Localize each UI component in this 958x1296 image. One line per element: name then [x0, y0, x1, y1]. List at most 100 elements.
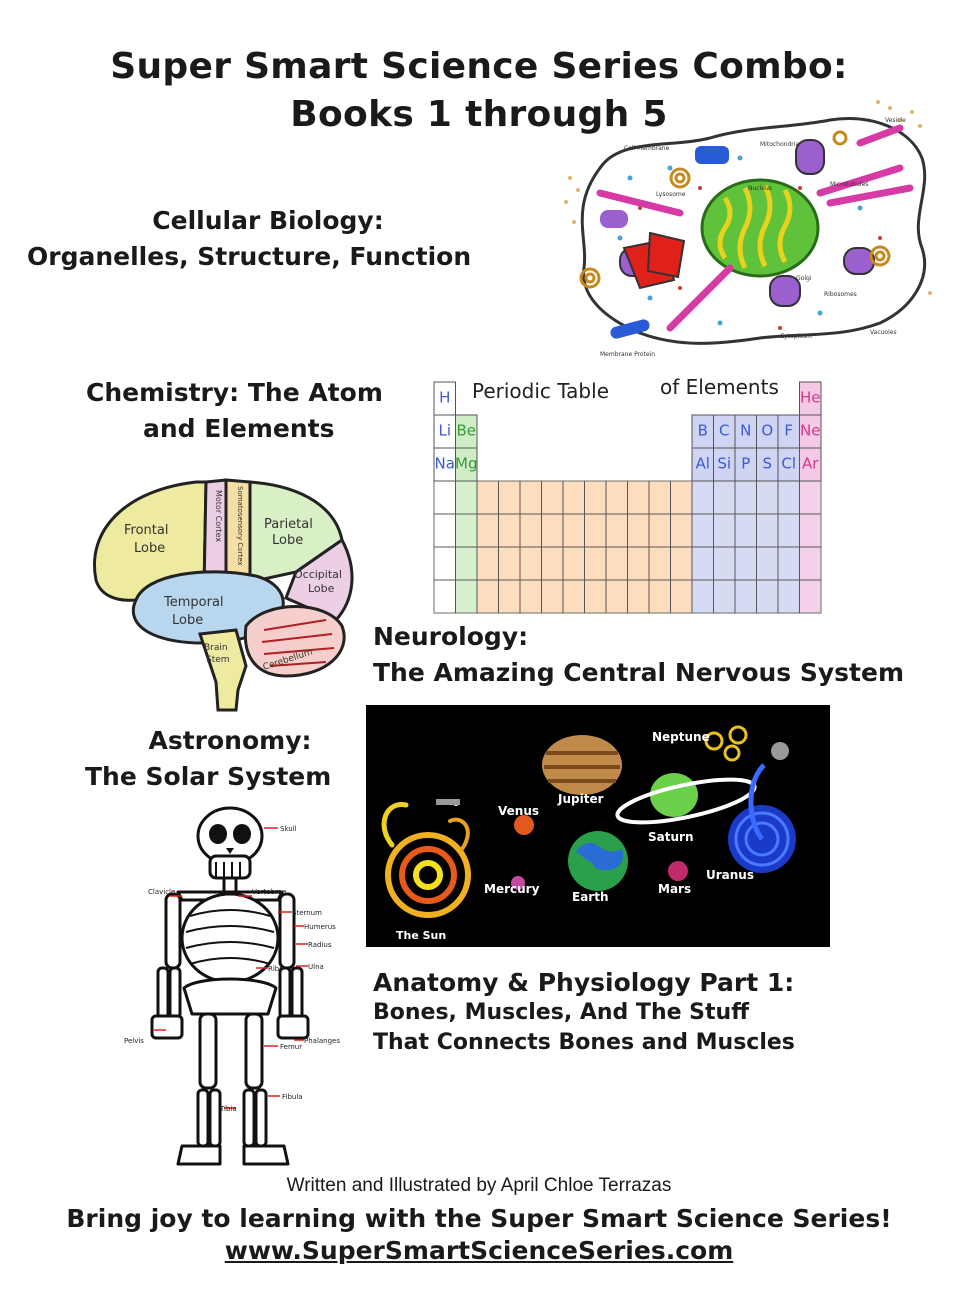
periodic-cell: [455, 513, 478, 548]
periodic-cell: [734, 579, 757, 614]
periodic-cell: [648, 546, 671, 581]
periodic-cell: [584, 513, 607, 548]
periodic-cell: [605, 579, 628, 614]
periodic-cell: [476, 513, 499, 548]
periodic-cell: [713, 579, 736, 614]
svg-text:Phalanges: Phalanges: [304, 1037, 340, 1045]
periodic-cell: [648, 579, 671, 614]
element-symbol: P: [741, 454, 750, 472]
svg-text:Ribs: Ribs: [268, 965, 283, 973]
section-astronomy-subtitle: The Solar System: [85, 762, 332, 791]
element-symbol: Na: [435, 454, 455, 472]
periodic-cell: [519, 546, 542, 581]
svg-text:Neptune: Neptune: [652, 730, 710, 744]
svg-text:Microtubules: Microtubules: [830, 181, 868, 188]
element-symbol: C: [719, 421, 729, 439]
periodic-cell: [756, 513, 779, 548]
periodic-cell: [713, 513, 736, 548]
periodic-cell: [734, 546, 757, 581]
svg-text:Mitochondria: Mitochondria: [760, 141, 799, 148]
periodic-cell: [562, 579, 585, 614]
svg-text:Ulna: Ulna: [308, 963, 324, 971]
periodic-cell: [455, 546, 478, 581]
svg-text:Stem: Stem: [206, 655, 230, 665]
svg-text:Motor Cortex: Motor Cortex: [214, 490, 223, 542]
periodic-cell: [455, 579, 478, 614]
periodic-cell: [713, 546, 736, 581]
svg-text:Vertebrae: Vertebrae: [252, 888, 286, 896]
periodic-cell: [691, 480, 714, 515]
periodic-cell: [670, 579, 693, 614]
svg-text:Venus: Venus: [498, 804, 539, 818]
periodic-cell: [584, 579, 607, 614]
svg-text:Ribosomes: Ribosomes: [824, 291, 857, 298]
periodic-cell: [541, 546, 564, 581]
element-symbol: Mg: [455, 454, 477, 472]
element-symbol: Ne: [800, 421, 820, 439]
periodic-cell: [799, 546, 822, 581]
periodic-cell: [476, 579, 499, 614]
periodic-cell: [756, 579, 779, 614]
svg-text:Sternum: Sternum: [292, 909, 322, 917]
section-anatomy-subtitle-line2: That Connects Bones and Muscles: [373, 1030, 795, 1055]
periodic-table-title-right: of Elements: [660, 375, 779, 399]
svg-text:Parietal: Parietal: [264, 517, 313, 532]
periodic-cell: [713, 480, 736, 515]
periodic-cell: [670, 513, 693, 548]
periodic-cell: [799, 513, 822, 548]
periodic-cell: [670, 546, 693, 581]
periodic-cell: [691, 513, 714, 548]
periodic-cell: [433, 579, 456, 614]
periodic-cell: [605, 480, 628, 515]
periodic-cell: [498, 513, 521, 548]
svg-text:Lobe: Lobe: [134, 541, 165, 556]
svg-text:Lobe: Lobe: [272, 533, 303, 548]
periodic-cell: [541, 480, 564, 515]
element-symbol: Li: [438, 421, 451, 439]
svg-text:Golgi: Golgi: [796, 275, 812, 282]
svg-text:Lysosome: Lysosome: [656, 191, 686, 198]
periodic-cell: [605, 513, 628, 548]
svg-text:Cell Membrane: Cell Membrane: [624, 145, 670, 152]
periodic-cell: [519, 480, 542, 515]
tagline: Bring joy to learning with the Super Sma…: [66, 1204, 892, 1233]
periodic-cell: [433, 513, 456, 548]
svg-text:Tibia: Tibia: [219, 1105, 237, 1113]
element-symbol: O: [761, 421, 773, 439]
cover-title-line2: Books 1 through 5: [290, 94, 668, 135]
periodic-cell: [455, 480, 478, 515]
svg-text:Brain: Brain: [204, 643, 228, 653]
svg-text:Vacuoles: Vacuoles: [870, 329, 897, 336]
svg-text:Humerus: Humerus: [304, 923, 336, 931]
element-symbol: Be: [456, 421, 476, 439]
periodic-cell: [777, 513, 800, 548]
periodic-cell: [627, 513, 650, 548]
periodic-cell: [777, 546, 800, 581]
periodic-cell: [777, 579, 800, 614]
svg-text:Membrane Protein: Membrane Protein: [600, 351, 655, 358]
periodic-cell: [519, 513, 542, 548]
element-symbol: Ar: [802, 454, 819, 472]
periodic-cell: [498, 546, 521, 581]
svg-text:Mercury: Mercury: [484, 882, 540, 896]
solar-system-illustration: The Sun Mercury Venus Earth Mars Jupiter…: [366, 705, 830, 947]
element-symbol: He: [800, 388, 821, 406]
element-symbol: S: [762, 454, 772, 472]
svg-text:Pelvis: Pelvis: [124, 1037, 144, 1045]
periodic-cell: [777, 480, 800, 515]
periodic-cell: [433, 480, 456, 515]
periodic-cell: [627, 480, 650, 515]
periodic-cell: [584, 546, 607, 581]
website-link[interactable]: www.SuperSmartScienceSeries.com: [224, 1236, 734, 1265]
periodic-cell: [648, 513, 671, 548]
cover-title-line1: Super Smart Science Series Combo:: [110, 46, 848, 87]
periodic-cell: [799, 579, 822, 614]
svg-text:Mars: Mars: [658, 882, 691, 896]
svg-text:The Sun: The Sun: [396, 929, 446, 942]
periodic-cell: [433, 546, 456, 581]
element-symbol: Cl: [781, 454, 796, 472]
periodic-cell: [799, 480, 822, 515]
